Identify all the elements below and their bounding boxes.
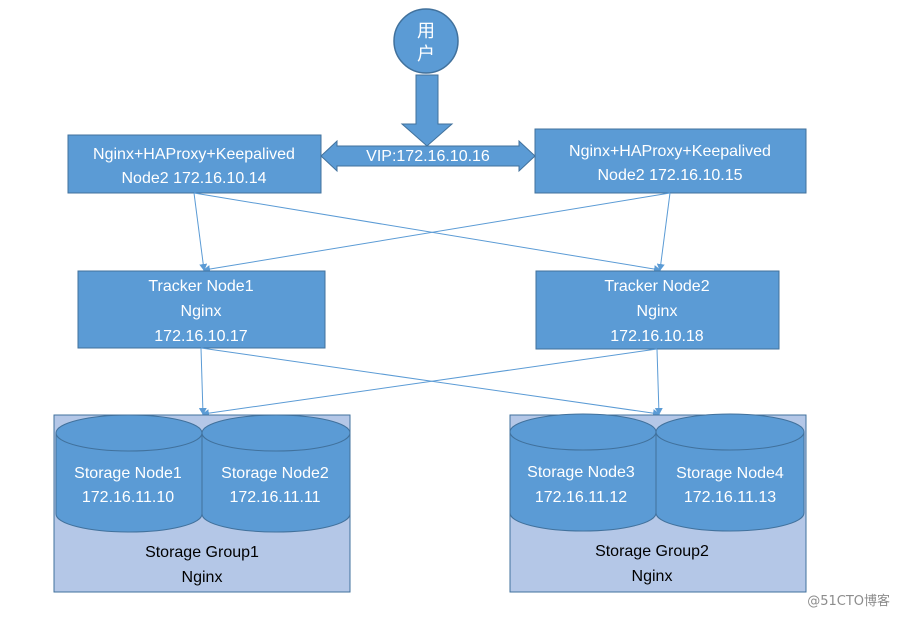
- lb-node-left: Nginx+HAProxy+Keepalived Node2 172.16.10…: [67, 134, 322, 194]
- storage-node4-line1: Storage Node4: [676, 465, 784, 482]
- storage-node-4: Storage Node4 172.16.11.13: [655, 413, 805, 532]
- storage-node1-line1: Storage Node1: [74, 465, 182, 482]
- watermark: @51CTO博客: [807, 593, 890, 609]
- lb-right-line2: Node2 172.16.10.15: [597, 167, 742, 184]
- user-down-arrow: [400, 74, 454, 147]
- storage-node2-line1: Storage Node2: [221, 465, 329, 482]
- lb-left-line1: Nginx+HAProxy+Keepalived: [93, 146, 295, 163]
- storage-node-1: Storage Node1 172.16.11.10: [55, 414, 203, 533]
- storage-node4-line2: 172.16.11.13: [684, 489, 776, 506]
- storage-node3-line1: Storage Node3: [527, 464, 635, 481]
- connector-tracker2-group1: [202, 348, 658, 418]
- tracker2-line3: 172.16.10.18: [610, 328, 704, 345]
- user-label-line1: 用: [417, 21, 435, 42]
- connector-lbr-tracker1: [203, 192, 671, 273]
- tracker-node-2: Tracker Node2 Nginx 172.16.10.18: [535, 270, 780, 350]
- storage-group2-line1: Storage Group2: [595, 543, 709, 560]
- storage-group2-line2: Nginx: [632, 568, 673, 585]
- lb-tracker-connectors: [193, 192, 671, 273]
- vip-label: VIP:172.16.10.16: [366, 148, 490, 165]
- user-label-line2: 户: [417, 44, 435, 65]
- tracker1-line2: Nginx: [181, 303, 222, 320]
- lb-right-line1: Nginx+HAProxy+Keepalived: [569, 143, 771, 160]
- tracker1-line3: 172.16.10.17: [154, 328, 248, 345]
- tracker-node-1: Tracker Node1 Nginx 172.16.10.17: [77, 270, 326, 349]
- tracker2-line2: Nginx: [637, 303, 678, 320]
- lb-node-right: Nginx+HAProxy+Keepalived Node2 172.16.10…: [534, 128, 807, 194]
- storage-node-2: Storage Node2 172.16.11.11: [201, 414, 351, 533]
- tracker2-line1: Tracker Node2: [604, 278, 709, 295]
- storage-group-2: Storage Node3 172.16.11.12 Storage Node4…: [509, 413, 807, 593]
- storage-node2-line2: 172.16.11.11: [229, 489, 320, 506]
- storage-node-3: Storage Node3 172.16.11.12: [509, 413, 657, 532]
- connector-lbr-tracker2: [656, 192, 671, 271]
- storage-group1-line2: Nginx: [182, 569, 223, 586]
- user-node: 用 户: [393, 8, 459, 74]
- storage-node1-line2: 172.16.11.10: [82, 489, 174, 506]
- lb-left-line2: Node2 172.16.10.14: [121, 170, 266, 187]
- storage-group-1: Storage Node1 172.16.11.10 Storage Node2…: [53, 414, 351, 593]
- tracker1-line1: Tracker Node1: [148, 278, 253, 295]
- connector-lbl-tracker2: [193, 192, 661, 273]
- tracker-storage-connectors: [198, 347, 663, 418]
- storage-node3-line2: 172.16.11.12: [535, 489, 627, 506]
- connector-lbl-tracker1: [193, 192, 208, 271]
- connector-tracker1-group1: [198, 347, 207, 415]
- connector-tracker2-group2: [654, 348, 663, 415]
- storage-group1-line1: Storage Group1: [145, 544, 259, 561]
